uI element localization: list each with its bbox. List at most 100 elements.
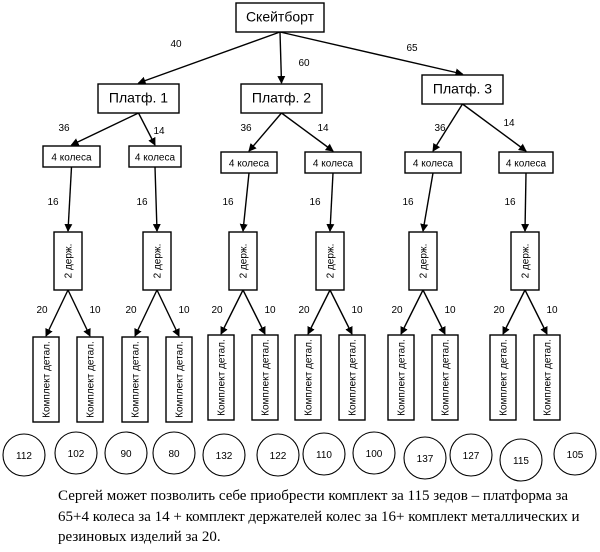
root-node-label: Скейтборт [246,9,315,25]
edge-label-kit-3-2-1: 20 [493,305,505,316]
kit-node-1-2-2: Комплект детал. [165,336,193,423]
edge-label-platform-1: 40 [170,39,182,50]
total-circle-5: 132 [202,433,246,477]
kit-node-3-1-2: Комплект детал. [431,334,459,421]
wheel-node-3-2: 4 колеса [498,151,554,174]
wheel-node-3-2-label: 4 колеса [506,159,547,170]
edge-holder-kit-3-1-2 [422,289,446,335]
kit-node-2-2-1: Комплект детал. [294,334,322,421]
edge-label-holder-2-1: 16 [222,197,234,208]
total-value-11: 115 [513,456,529,467]
total-value-3: 90 [120,449,132,460]
platform-node-2: Платф. 2 [240,83,323,114]
kit-node-2-1-1-label: Комплект детал. [217,339,228,416]
kit-node-1-2-2-label: Комплект детал. [175,341,186,418]
platform-node-1: Платф. 1 [97,83,180,114]
edge-platform-wheel-3-1 [432,103,464,152]
wheel-node-1-2: 4 колеса [128,145,182,168]
holder-node-3-1: 2 держ. [408,231,438,291]
kit-node-3-1-1: Комплект детал. [387,334,415,421]
edge-platform-wheel-3-2 [462,103,527,152]
kit-node-3-2-2-label: Комплект детал. [543,339,554,416]
total-value-8: 100 [366,449,383,460]
caption-text: Сергей может позволить себе приобрести к… [58,488,580,545]
edge-holder-kit-3-1-1 [400,289,424,335]
holder-node-1-1-label: 2 держ. [64,244,75,279]
kit-node-3-2-1: Комплект детал. [489,334,517,421]
edge-wheel-holder-2-2 [326,172,335,232]
edge-label-kit-2-1-2: 10 [264,305,276,316]
platform-node-3-label: Платф. 3 [433,81,492,97]
edge-holder-kit-1-1-1 [45,289,69,337]
edge-label-wheel-2-1: 36 [240,123,252,134]
total-circle-3: 90 [104,431,148,475]
edge-wheel-holder-3-2 [521,172,530,232]
kit-node-2-1-2: Комплект детал. [251,334,279,421]
holder-node-2-1-label: 2 держ. [239,244,250,279]
edge-label-kit-2-2-1: 20 [298,305,310,316]
edge-label-kit-2-1-1: 20 [211,305,223,316]
total-circle-11: 115 [499,438,543,482]
total-value-6: 122 [270,451,287,462]
kit-node-1-1-2: Комплект детал. [76,336,104,423]
total-value-5: 132 [216,451,233,462]
edge-label-kit-1-1-1: 20 [36,305,48,316]
wheel-node-2-1: 4 колеса [220,151,278,174]
platform-node-3: Платф. 3 [421,74,504,105]
wheel-node-1-1: 4 колеса [42,145,101,168]
holder-node-1-2-label: 2 держ. [153,244,164,279]
edge-wheel-holder-2-1 [239,172,250,232]
holder-node-2-2-label: 2 держ. [326,244,337,279]
edge-holder-kit-2-1-1 [220,289,244,335]
wheel-node-3-1: 4 колеса [404,151,462,174]
edge-label-kit-2-2-2: 10 [351,305,363,316]
holder-node-2-1: 2 держ. [228,231,258,291]
kit-node-1-2-1-label: Комплект детал. [131,341,142,418]
total-circle-6: 122 [256,433,300,477]
total-circle-4: 80 [152,431,196,475]
kit-node-3-2-2: Комплект детал. [533,334,561,421]
edge-label-kit-3-1-1: 20 [391,305,403,316]
wheel-node-1-1-label: 4 колеса [51,153,92,164]
edge-label-holder-3-2: 16 [504,197,516,208]
edge-label-kit-1-1-2: 10 [89,305,101,316]
kit-node-1-2-1: Комплект детал. [121,336,149,423]
edge-root-platform-3 [279,31,464,77]
edge-holder-kit-2-2-2 [329,289,353,335]
holder-node-3-2: 2 держ. [510,231,540,291]
wheel-node-2-1-label: 4 колеса [229,159,270,170]
holder-node-3-1-label: 2 держ. [419,244,430,279]
edge-holder-kit-2-2-1 [307,289,331,335]
total-circle-7: 110 [302,432,346,476]
kit-node-2-2-1-label: Комплект детал. [304,339,315,416]
total-circle-12: 105 [553,432,597,476]
kit-node-1-1-1: Комплект детал. [32,336,60,423]
kit-node-2-1-2-label: Комплект детал. [261,339,272,416]
holder-node-1-1: 2 держ. [53,231,83,291]
edge-label-wheel-3-2: 14 [503,118,515,129]
total-value-2: 102 [68,449,85,460]
edge-label-holder-3-1: 16 [402,197,414,208]
edge-platform-wheel-2-2 [281,112,334,152]
edge-platform-wheel-2-1 [248,112,283,152]
wheel-node-1-2-label: 4 колеса [135,153,176,164]
total-value-1: 112 [16,451,32,462]
kit-node-3-1-2-label: Комплект детал. [441,339,452,416]
platform-node-2-label: Платф. 2 [252,90,311,106]
kit-node-2-1-1: Комплект детал. [207,334,235,421]
total-circle-1: 112 [2,433,46,477]
total-circle-10: 127 [449,433,493,477]
wheel-node-2-2-label: 4 колеса [313,159,354,170]
edge-wheel-holder-1-2 [152,166,161,232]
edge-holder-kit-1-2-2 [156,289,180,337]
total-value-10: 127 [463,451,480,462]
edge-root-platform-1 [137,31,281,85]
edge-label-kit-1-2-2: 10 [178,305,190,316]
edge-platform-wheel-1-1 [70,112,139,146]
edge-label-platform-2: 60 [298,58,310,69]
edge-label-platform-3: 65 [406,43,418,54]
total-value-12: 105 [567,450,584,461]
edge-label-kit-1-2-1: 20 [125,305,137,316]
edge-holder-kit-1-1-2 [67,289,91,337]
